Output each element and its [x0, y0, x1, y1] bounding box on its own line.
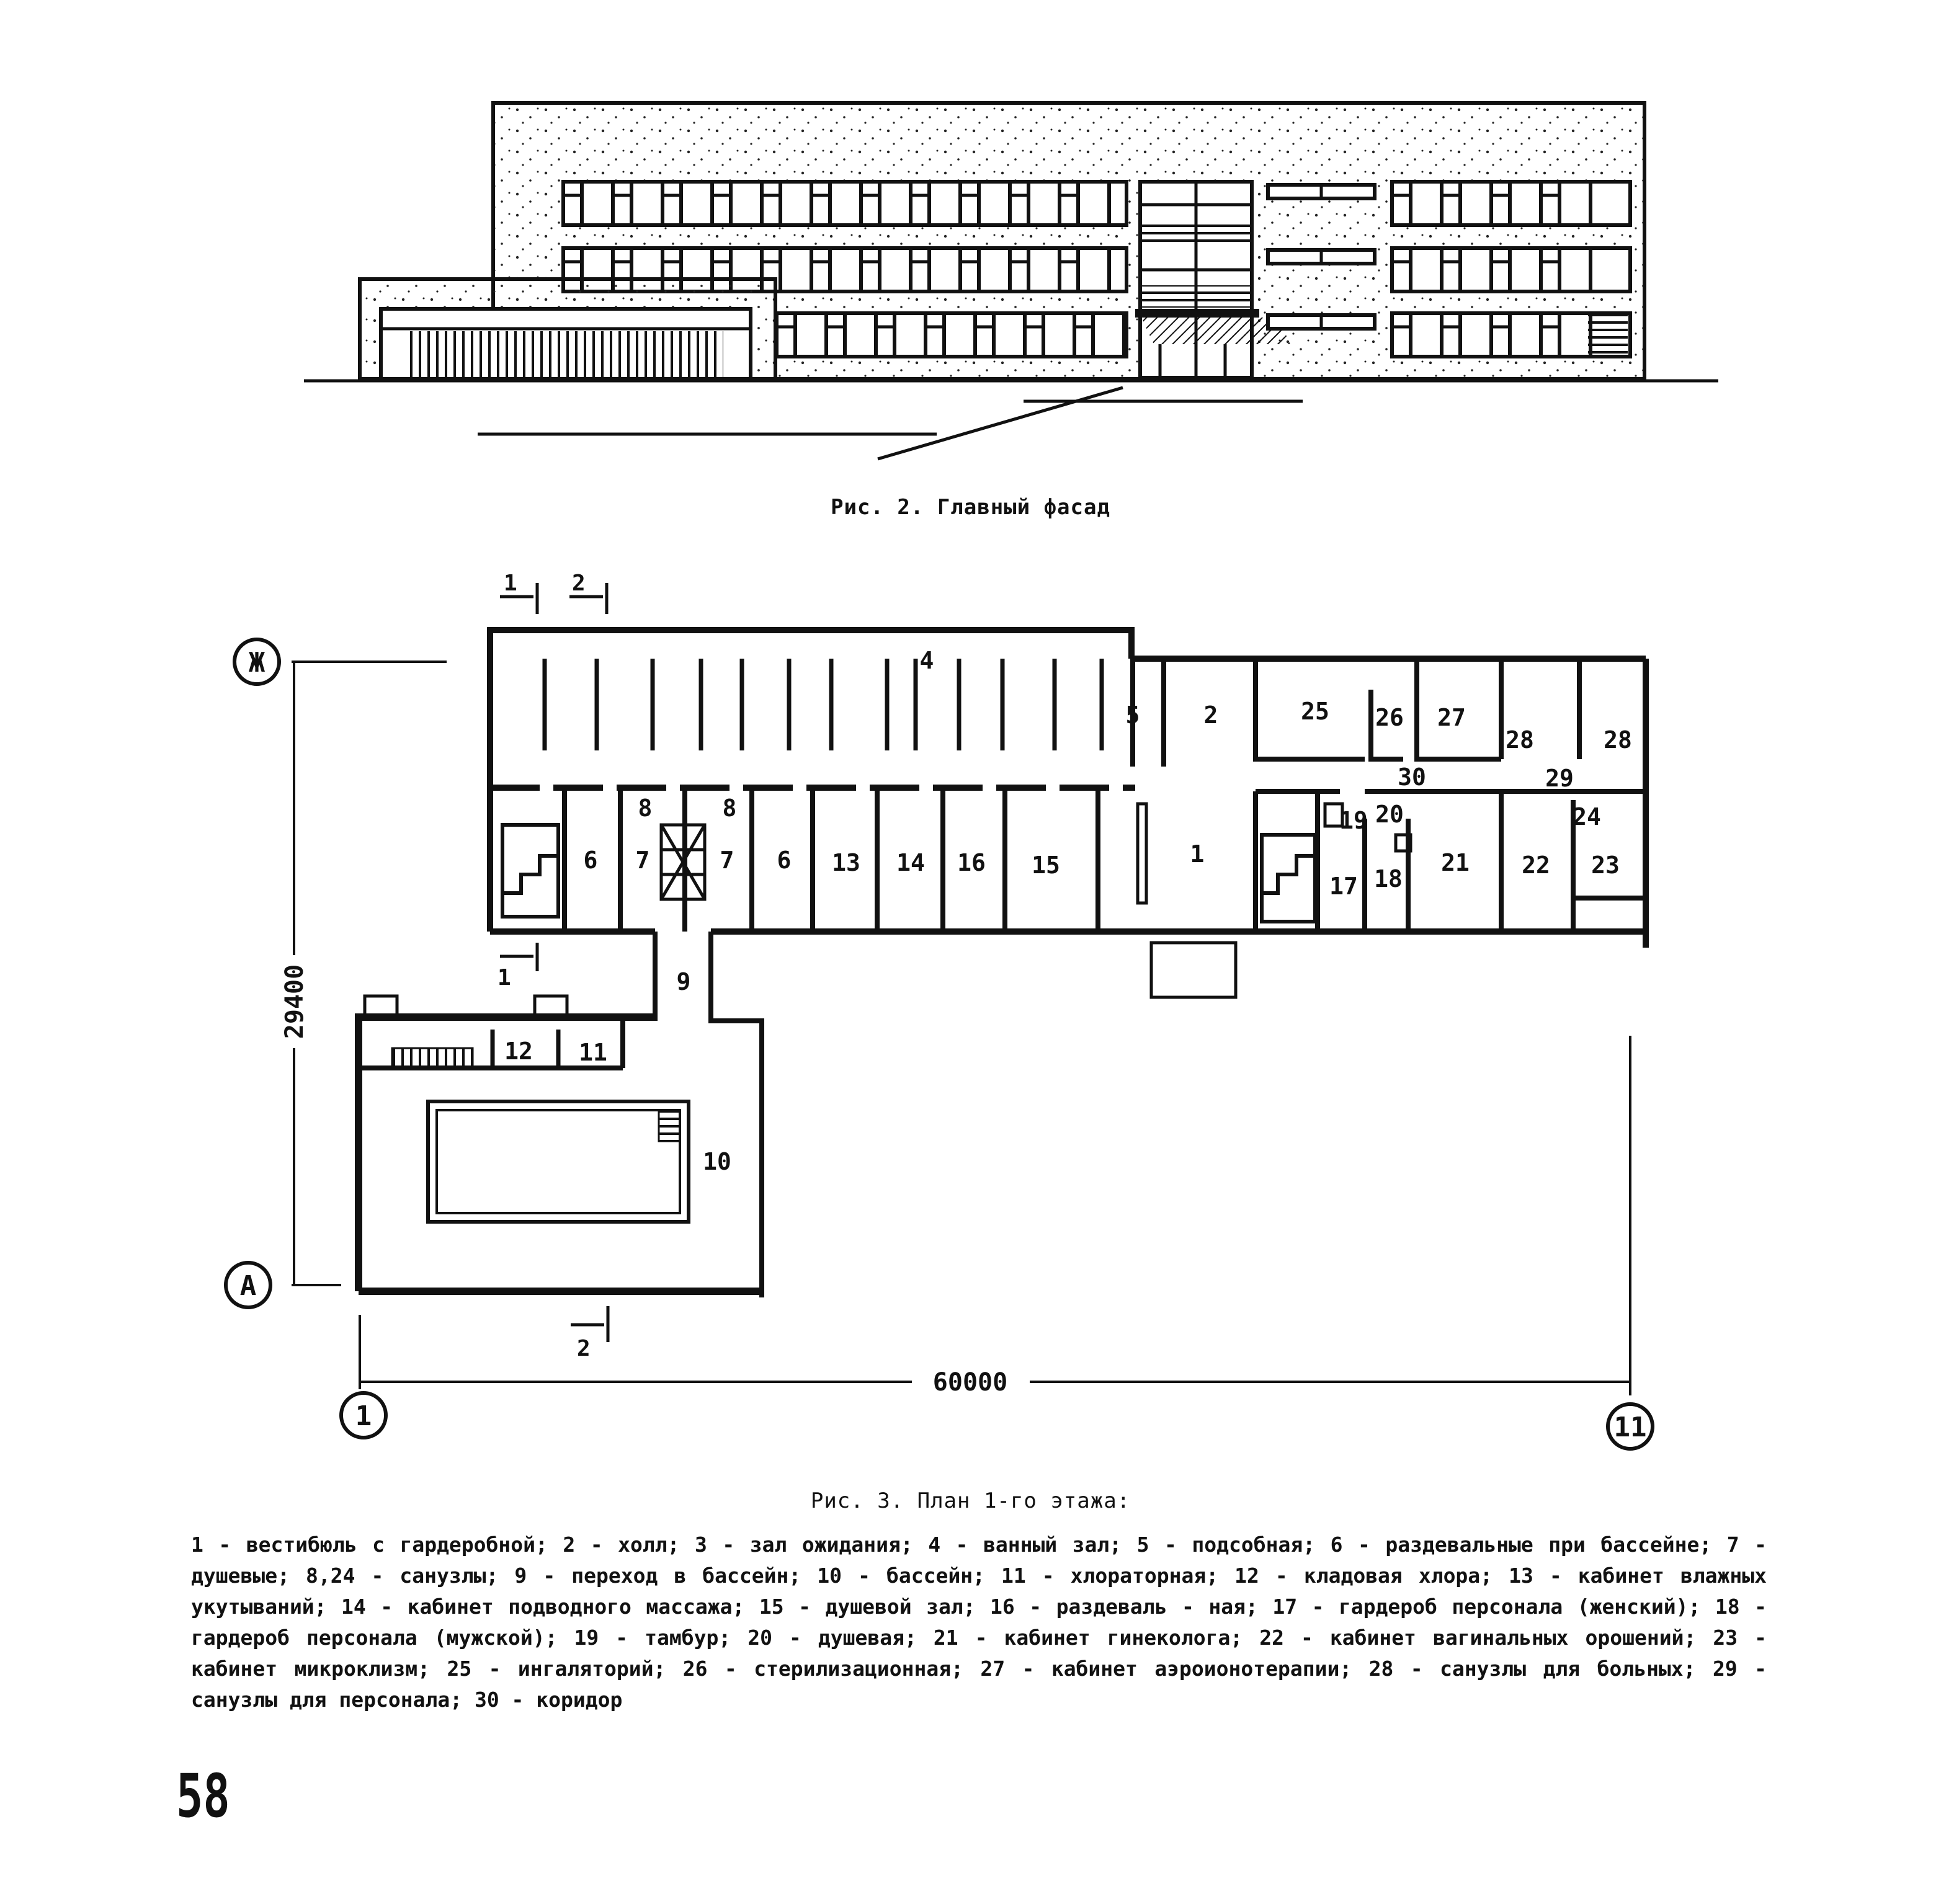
room-label: 8: [638, 794, 653, 822]
ground-lines: [304, 379, 1718, 461]
axis-label-top: Ж: [249, 647, 265, 678]
sanitary-block: [659, 823, 707, 901]
figure2-caption: Рис. 2. Главный фасад: [831, 495, 1110, 520]
small-windows: [1266, 183, 1377, 331]
pool-basin: [426, 1100, 690, 1224]
axis-marker-bottom: [224, 1261, 272, 1309]
axis-label-bottom: А: [240, 1270, 257, 1302]
pool-building-block: [358, 277, 777, 381]
room-label: 29: [1545, 765, 1574, 792]
room-label: 19: [1339, 807, 1368, 834]
room-label: 14: [896, 849, 925, 876]
room-label: 17: [1329, 873, 1358, 900]
room-label: 4: [920, 647, 934, 674]
room-label: 12: [504, 1038, 533, 1065]
room-label: 16: [957, 849, 986, 876]
room-label: 8: [723, 794, 737, 822]
dimension-vertical: 29400: [280, 964, 309, 1039]
room-label: 30: [1398, 763, 1426, 791]
dimension-horizontal: 60000: [933, 1368, 1007, 1397]
room-label: 1: [1190, 840, 1205, 868]
entrance-porch: [1149, 941, 1238, 999]
room-label: 6: [777, 847, 792, 874]
dimension-lines: [292, 661, 1631, 1395]
axis-marker-top: [233, 638, 281, 686]
room-label: 28: [1506, 726, 1534, 754]
pool-block-walls: [355, 994, 762, 1295]
axis-marker-right: [1606, 1402, 1654, 1451]
room-labels: 4 5 2 25 26 27 28 28 29 30 8 8 6 7 7 6 1…: [504, 647, 1632, 1175]
section-mark-label: 1: [498, 965, 511, 990]
room-label: 20: [1375, 801, 1404, 828]
axis-label-right: 11: [1614, 1412, 1647, 1443]
axis-marker-left: [339, 1391, 388, 1439]
room-label: 13: [832, 849, 860, 876]
room-label: 7: [636, 847, 650, 874]
section-mark-label: 2: [572, 571, 586, 596]
bath-cabins: [542, 659, 1104, 750]
section-mark-label: 2: [577, 1336, 591, 1361]
passage-walls: [653, 932, 764, 1297]
room-label: 21: [1441, 849, 1470, 876]
room-label: 7: [720, 847, 734, 874]
room-label: 6: [584, 847, 598, 874]
wing-partitions: [562, 788, 1148, 932]
axis-label-left: 1: [355, 1400, 372, 1432]
room-label: 26: [1375, 704, 1404, 731]
room-label: 2: [1204, 701, 1218, 729]
room-label: 22: [1522, 852, 1550, 879]
stairs: [501, 823, 1317, 923]
page-number: 58: [176, 1761, 230, 1831]
room-label: 15: [1032, 852, 1060, 879]
room-label: 24: [1573, 803, 1601, 830]
stair-glazing: [1135, 180, 1290, 380]
room-label: 9: [677, 968, 691, 995]
room-label: 10: [703, 1148, 731, 1175]
room-label: 27: [1437, 704, 1466, 731]
section-mark-label: 1: [504, 571, 517, 596]
room-label: 23: [1591, 852, 1620, 879]
right-section-walls: [1253, 659, 1646, 932]
room-label: 11: [579, 1039, 607, 1066]
room-label: 5: [1126, 701, 1140, 729]
figure3-caption: Рис. 3. План 1-го этажа:: [810, 1488, 1131, 1513]
figure3-legend: 1 - вестибюль с гардеробной; 2 - холл; 3…: [191, 1533, 1767, 1712]
room-label: 18: [1374, 865, 1403, 892]
section-marks: [500, 583, 610, 1342]
window-band-right: [1392, 182, 1628, 357]
room-label: 25: [1301, 698, 1329, 725]
room-label: 28: [1604, 726, 1632, 754]
